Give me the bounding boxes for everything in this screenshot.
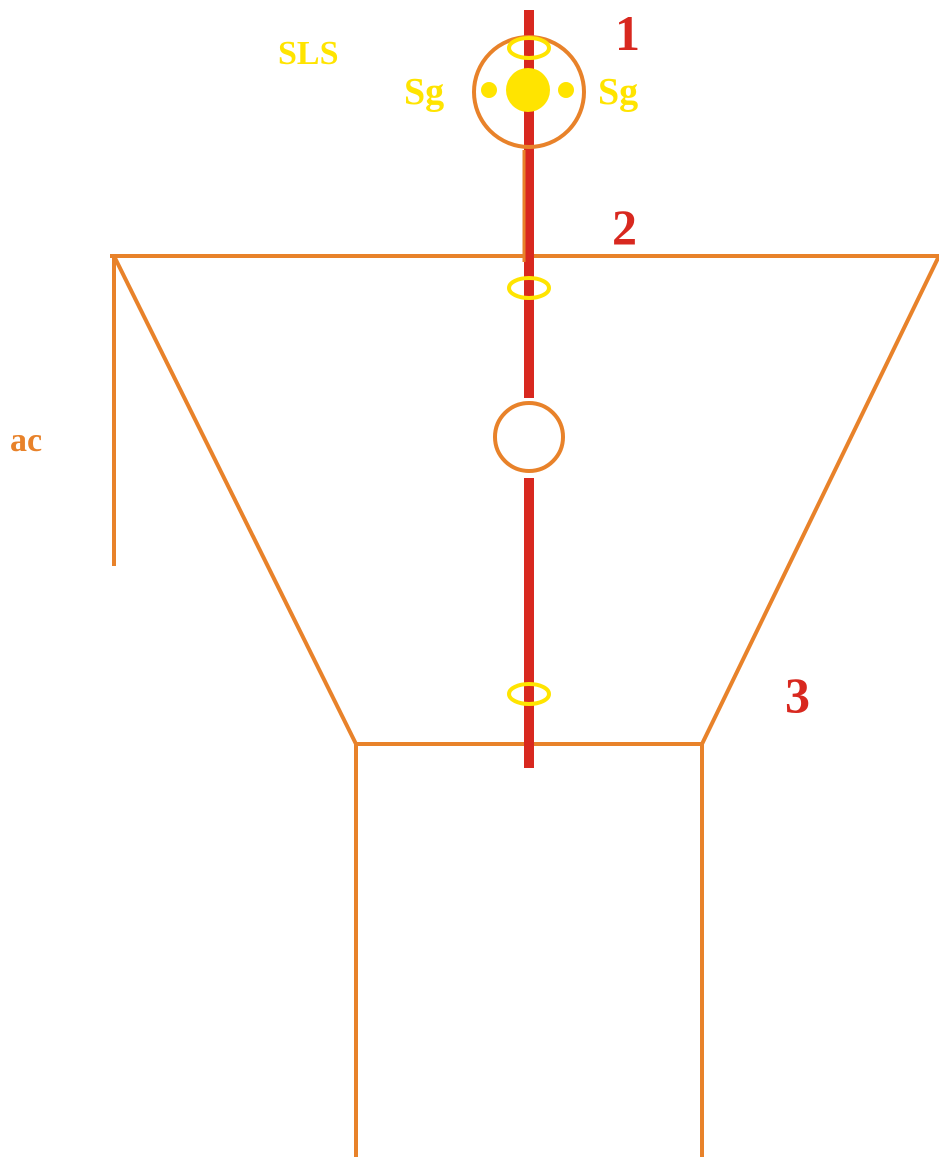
head-dots	[481, 68, 574, 112]
center-dot	[506, 68, 550, 112]
trapezoid-left-side	[112, 255, 358, 745]
sg-right-label: Sg	[598, 71, 638, 113]
trapezoid-right-side	[700, 255, 939, 745]
left-dot	[481, 82, 497, 98]
sls-label: SLS	[278, 35, 339, 72]
level-1-label: 1	[615, 5, 640, 61]
sg-left-label: Sg	[404, 71, 444, 113]
middle-node-circle	[493, 401, 565, 473]
ring-lower	[507, 682, 551, 706]
level-2-label: 2	[612, 199, 637, 255]
ring-top	[507, 36, 551, 60]
axis-rings	[507, 36, 551, 706]
right-dot	[558, 82, 574, 98]
ring-upper	[507, 276, 551, 300]
ac-label: ac	[10, 422, 42, 459]
level-3-label: 3	[785, 667, 810, 723]
